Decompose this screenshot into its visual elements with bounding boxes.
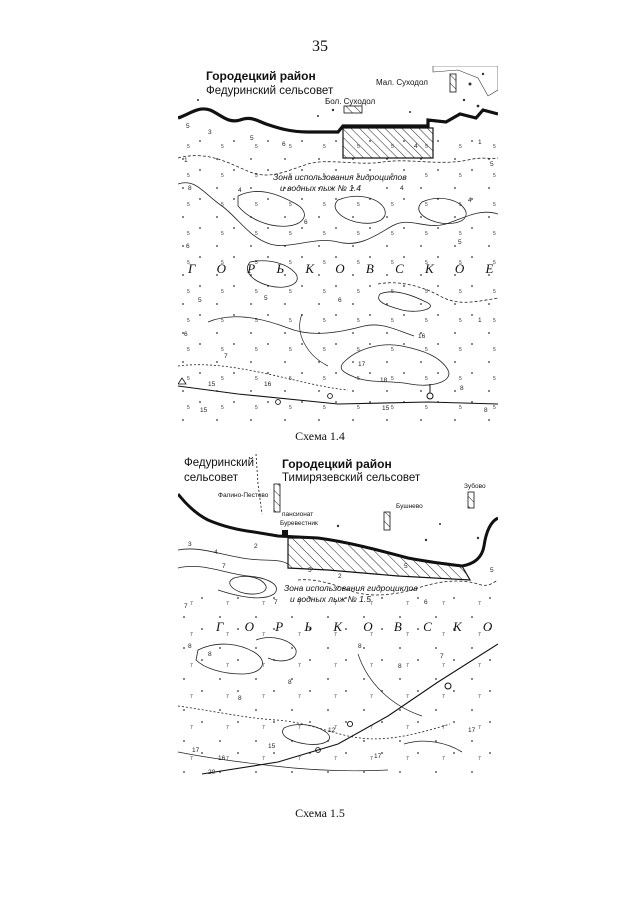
svg-text:12: 12 <box>328 727 336 734</box>
zubovo-symbol <box>467 491 475 509</box>
svg-text:4: 4 <box>468 197 472 204</box>
fairway-line <box>201 643 498 775</box>
svg-text:7: 7 <box>184 603 188 610</box>
svg-text:16: 16 <box>264 381 272 388</box>
svg-text:2: 2 <box>254 543 258 550</box>
page-number: 35 <box>312 38 328 55</box>
svg-text:1: 1 <box>478 317 482 324</box>
bol-sukhodol-symbol <box>343 105 363 114</box>
svg-text:5: 5 <box>490 161 494 168</box>
council-right-label: Тимирязевский сельсовет <box>282 472 421 484</box>
svg-text:15: 15 <box>382 405 390 412</box>
svg-text:8: 8 <box>188 643 192 650</box>
svg-text:8: 8 <box>208 651 212 658</box>
village-pansionat-label: пансионат <box>282 511 314 518</box>
svg-text:18: 18 <box>380 377 388 384</box>
svg-text:1: 1 <box>184 157 188 164</box>
svg-text:2: 2 <box>338 573 342 580</box>
svg-text:5: 5 <box>404 563 408 570</box>
zone-label-line1: Зона использования гидроциклов <box>273 172 407 182</box>
zone-label-line1: Зона использования гидроциклов <box>284 583 418 593</box>
svg-text:17: 17 <box>192 747 200 754</box>
svg-text:4: 4 <box>238 187 242 194</box>
svg-text:8: 8 <box>188 185 192 192</box>
svg-text:17: 17 <box>468 727 476 734</box>
map-1-4-drawing: 5 <box>178 66 498 423</box>
svg-text:5: 5 <box>308 567 312 574</box>
council-label: Федуринский сельсовет <box>206 85 334 97</box>
svg-text:8: 8 <box>460 385 464 392</box>
svg-text:6: 6 <box>186 243 190 250</box>
svg-text:6: 6 <box>282 141 286 148</box>
caption-scheme-1-4: Схема 1.4 <box>295 429 345 443</box>
svg-text:4: 4 <box>214 549 218 556</box>
svg-text:5: 5 <box>458 239 462 246</box>
map-scheme-1-4: 5 <box>178 66 498 423</box>
soundings-texture <box>178 136 498 423</box>
svg-text:8: 8 <box>398 663 402 670</box>
svg-text:8: 8 <box>238 695 242 702</box>
svg-text:1: 1 <box>478 139 482 146</box>
village-bushnevo-label: Бушнево <box>396 503 423 510</box>
svg-text:6: 6 <box>184 331 188 338</box>
svg-text:17: 17 <box>358 361 366 368</box>
zone-label-line2: и водных лыж № 1.4 <box>280 183 361 193</box>
shoreline <box>178 107 498 134</box>
fairway-line <box>178 385 498 405</box>
svg-text:16: 16 <box>218 755 226 762</box>
svg-text:6: 6 <box>338 297 342 304</box>
svg-text:7: 7 <box>222 563 226 570</box>
caption-scheme-1-5: Схема 1.5 <box>295 806 345 820</box>
svg-text:5: 5 <box>198 297 202 304</box>
svg-text:17: 17 <box>374 753 382 760</box>
mal-sukhodol-symbol <box>449 73 457 93</box>
svg-text:7: 7 <box>440 653 444 660</box>
village-falino-pestovo-label: Фалино-Пестово <box>218 492 269 499</box>
map-scheme-1-5: 7 3 4 2 7 5 2 <box>178 454 498 777</box>
svg-text:16: 16 <box>418 333 426 340</box>
svg-text:3: 3 <box>188 541 192 548</box>
svg-text:15: 15 <box>208 381 216 388</box>
svg-text:6: 6 <box>424 599 428 606</box>
svg-text:4: 4 <box>414 143 418 150</box>
reservoir-label: Г О Р Ь К О В С К О Е В Д Х Р <box>188 261 498 276</box>
district-label: Городецкий район <box>282 457 392 471</box>
zone-label-line2: и водных лыж № 1.5 <box>290 594 371 604</box>
svg-text:7: 7 <box>224 353 228 360</box>
svg-text:20: 20 <box>208 769 216 776</box>
svg-text:8: 8 <box>484 407 488 414</box>
svg-text:4: 4 <box>400 185 404 192</box>
svg-text:3: 3 <box>208 129 212 136</box>
zone-1-5 <box>287 537 472 581</box>
svg-text:5: 5 <box>250 135 254 142</box>
village-bol-sukhodol-label: Бол. Суходол <box>325 97 376 106</box>
map-1-5-drawing: 7 3 4 2 7 5 2 <box>178 454 498 777</box>
zone-1-4 <box>342 127 434 159</box>
council-left-label-line1: Федуринский <box>184 457 255 469</box>
village-burevestnik-label: Буревестник <box>280 520 318 527</box>
svg-text:15: 15 <box>268 743 276 750</box>
council-left-label-line2: сельсовет <box>184 472 239 484</box>
svg-text:5: 5 <box>186 123 190 130</box>
village-zubovo-label: Зубово <box>464 483 486 490</box>
bushnevo-symbol <box>383 511 391 531</box>
falino-pestovo-symbol <box>273 483 281 513</box>
svg-text:5: 5 <box>490 567 494 574</box>
svg-text:8: 8 <box>288 679 292 686</box>
district-label: Городецкий район <box>206 69 316 83</box>
reservoir-label: Г О Р Ь К О В С К О Е В Д Х Р <box>216 619 498 634</box>
svg-text:6: 6 <box>304 219 308 226</box>
svg-text:5: 5 <box>264 295 268 302</box>
svg-text:8: 8 <box>358 643 362 650</box>
svg-text:15: 15 <box>200 407 208 414</box>
svg-text:7: 7 <box>274 599 278 606</box>
village-mal-sukhodol-label: Мал. Суходол <box>376 78 428 87</box>
